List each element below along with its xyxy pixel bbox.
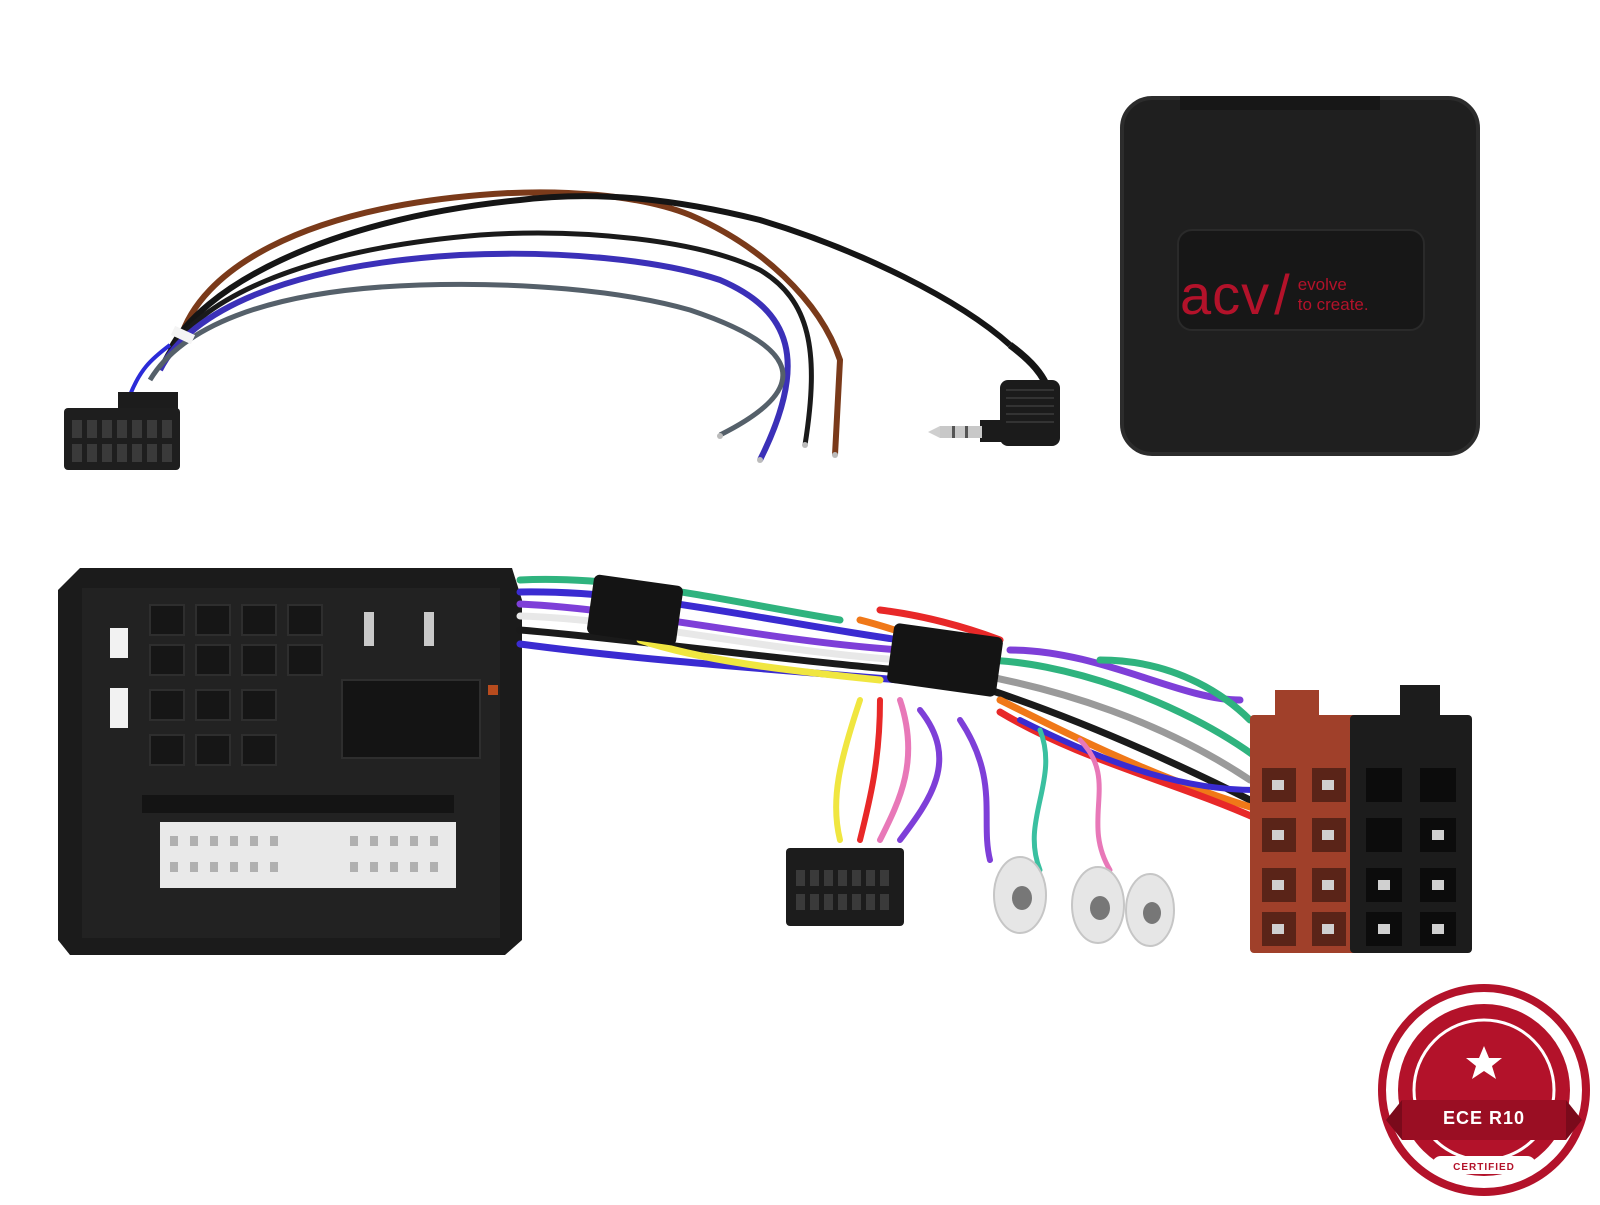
brand-logo: acv / evolve to create. <box>1180 250 1480 340</box>
patch-lead <box>128 189 1013 463</box>
ring-terminals-icon <box>993 856 1175 947</box>
interface-box-icon <box>1120 96 1480 456</box>
jack-plug-3-5mm-icon <box>928 342 1060 446</box>
brand-tagline-line1: evolve <box>1297 275 1347 295</box>
seal-sublabel: CERTIFIED <box>1453 1162 1515 1173</box>
quadlock-connector-icon <box>58 568 522 955</box>
harness-wires <box>516 574 1264 873</box>
iso-connector-red-icon <box>1250 690 1360 953</box>
brand-tagline-line2: to create. <box>1297 295 1369 314</box>
certification-seal-icon <box>1378 984 1590 1196</box>
iso-connector-black-icon <box>1350 685 1472 953</box>
patch-lead-connector-icon <box>64 392 180 470</box>
small-plug-connector-icon <box>786 848 904 926</box>
seal-label: ECE R10 <box>1442 1108 1526 1128</box>
brand-logo-text: acv <box>1180 263 1271 326</box>
brand-tagline: evolve to create. <box>1298 275 1369 314</box>
brand-slash: / <box>1274 263 1290 326</box>
